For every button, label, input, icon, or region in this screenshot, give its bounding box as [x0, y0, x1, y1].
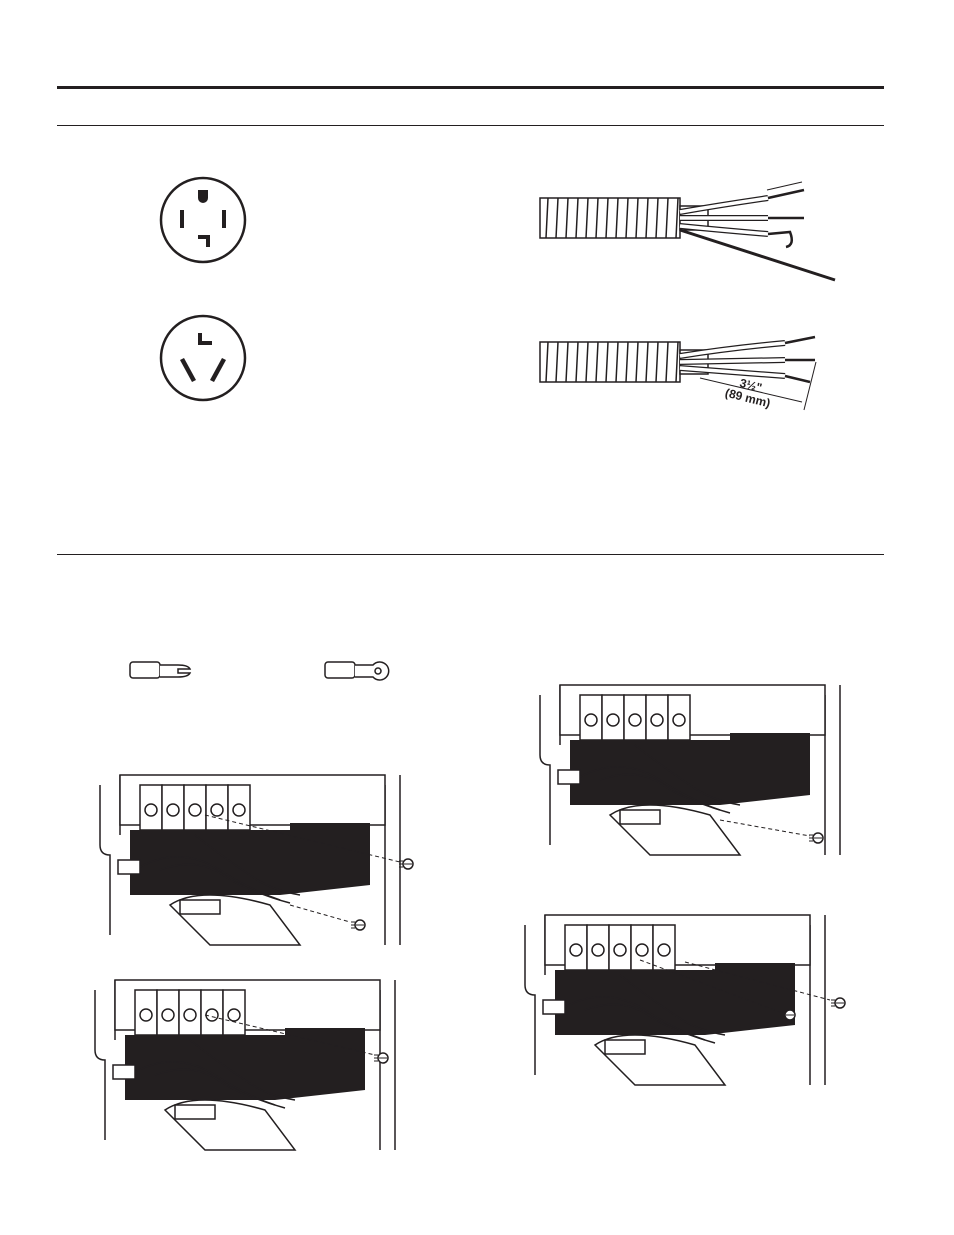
terminal-block-illustration-4: [524, 914, 846, 1086]
terminal-block-illustration-2: [94, 979, 396, 1151]
ring-terminal-icon: [324, 661, 390, 681]
section-rule-2: [57, 554, 884, 555]
section-rule-1: [57, 125, 884, 126]
four-wire-cable-icon: [539, 181, 836, 282]
spade-terminal-icon: [129, 661, 192, 679]
three-wire-cable-icon: [539, 335, 817, 411]
terminal-block-illustration-3: [539, 684, 841, 856]
four-wire-receptacle-icon: [159, 176, 247, 264]
three-wire-receptacle-icon: [159, 314, 247, 402]
terminal-block-illustration-1: [99, 774, 414, 946]
header-rule-thick: [57, 86, 884, 89]
